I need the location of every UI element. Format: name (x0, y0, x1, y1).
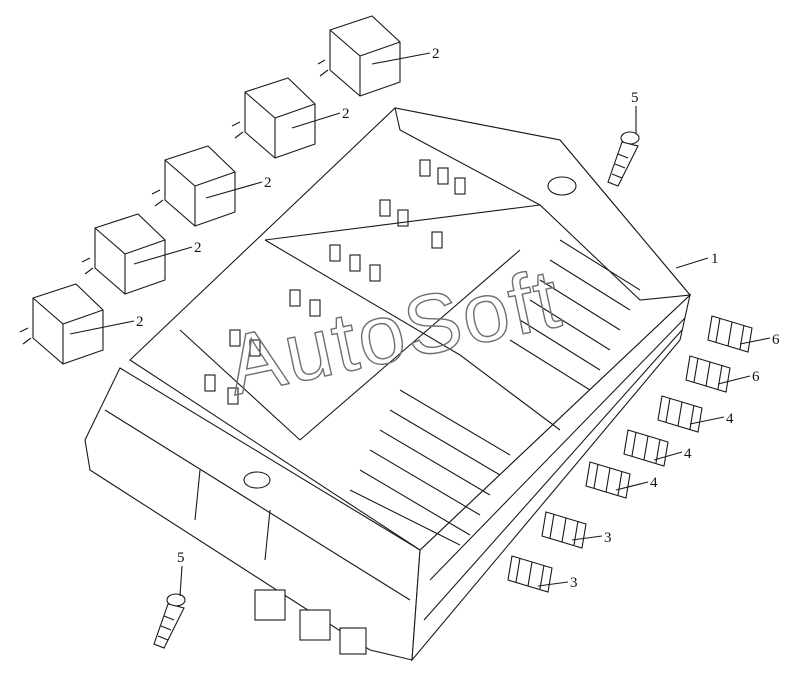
fuse-d (623, 429, 669, 467)
callout-fuse-f: 3 (604, 530, 612, 546)
fuse-b (685, 355, 731, 393)
callout-bolt-bottom: 5 (177, 550, 185, 566)
fuse-a (707, 315, 753, 353)
fuse-box-housing (84, 107, 692, 662)
relay-sockets (204, 159, 466, 405)
callout-fuse-c: 4 (726, 411, 734, 427)
fuse-e (585, 461, 631, 499)
callout-housing: 1 (711, 251, 719, 267)
callout-fuse-e: 4 (650, 475, 658, 491)
bolt-top (607, 131, 640, 187)
bolt-bottom (153, 593, 186, 649)
fuse-slots (349, 239, 641, 546)
relay-2 (231, 77, 316, 159)
callout-fuse-a: 6 (772, 332, 780, 348)
fuse-g (507, 555, 553, 593)
callout-relay-2: 2 (342, 106, 350, 122)
relay-1 (317, 15, 401, 97)
fuse-c (657, 395, 703, 433)
callout-relay-4: 2 (194, 240, 202, 256)
callout-relay-5: 2 (136, 314, 144, 330)
callout-bolt-top: 5 (631, 90, 639, 106)
callout-relay-1: 2 (432, 46, 440, 62)
callout-fuse-b: 6 (752, 369, 760, 385)
fuse-f (541, 511, 587, 549)
relay-4 (81, 213, 166, 295)
leader-lines (69, 52, 771, 597)
relay-5 (19, 283, 104, 365)
callout-fuse-d: 4 (684, 446, 692, 462)
callout-relay-3: 2 (264, 175, 272, 191)
relay-3 (151, 145, 236, 227)
callout-fuse-g: 3 (570, 575, 578, 591)
callout-labels: 2 2 2 2 2 1 5 5 6 6 4 4 4 3 3 (136, 46, 780, 591)
